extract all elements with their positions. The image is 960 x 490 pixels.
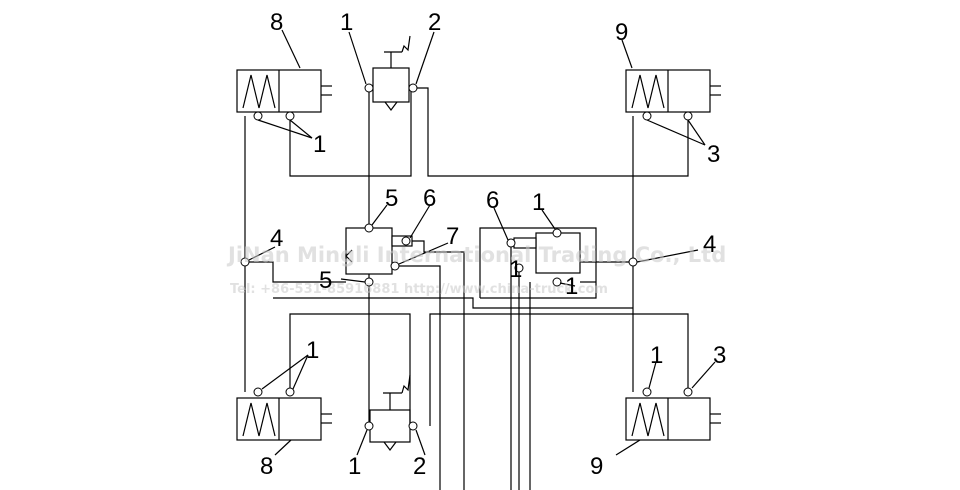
label-valve-top-port-l: 1 — [340, 9, 353, 36]
leader-lines — [248, 29, 716, 456]
label-chamber-tl: 8 — [270, 9, 283, 36]
part-labels: 8 1 2 9 1 3 5 6 6 1 7 4 4 5 1 1 1 1 3 8 … — [260, 9, 726, 480]
label-relay-left-in: 5 — [385, 185, 398, 212]
label-valve-bottom-port-r: 2 — [413, 453, 426, 480]
watermark-company: JiNan Mingli International Trading Co., … — [226, 243, 726, 267]
label-valve-top-port-r: 2 — [428, 9, 441, 36]
label-relay-right-1-top: 1 — [532, 189, 545, 216]
relay-valve-right — [513, 232, 581, 274]
label-chamber-bl-ports: 1 — [306, 337, 319, 364]
label-relay-left-out: 5 — [319, 267, 332, 294]
label-chamber-tr: 9 — [615, 19, 628, 46]
watermark-contact: Tel: +86-531-85916881 http://www.china-t… — [230, 282, 608, 297]
label-chamber-tr-ports: 3 — [707, 141, 720, 168]
label-chamber-bl: 8 — [260, 453, 273, 480]
label-junction-right: 4 — [703, 231, 716, 258]
brake-valve-top — [372, 35, 411, 111]
spring-chamber-top-right — [625, 69, 721, 113]
label-chamber-tl-ports: 1 — [313, 131, 326, 158]
port-markers — [240, 83, 693, 431]
spring-chamber-bottom-right — [625, 397, 721, 441]
label-junction-left: 4 — [270, 225, 283, 252]
label-relay-left-6: 6 — [423, 185, 436, 212]
label-relay-left-7: 7 — [446, 223, 459, 250]
label-relay-right-1-bottom: 1 — [565, 273, 578, 300]
label-chamber-br: 9 — [590, 453, 603, 480]
spring-chamber-top-left — [236, 69, 332, 113]
spring-chamber-bottom-left — [236, 397, 332, 441]
label-relay-right-1-left: 1 — [509, 256, 522, 283]
watermark: JiNan Mingli International Trading Co., … — [226, 243, 726, 297]
label-chamber-br-port-1: 1 — [650, 342, 663, 369]
brake-valve-bottom — [369, 374, 411, 451]
label-relay-right-6: 6 — [486, 187, 499, 214]
label-valve-bottom-port-l: 1 — [348, 453, 361, 480]
pipe-network — [245, 87, 689, 490]
label-chamber-br-port-3: 3 — [713, 342, 726, 369]
